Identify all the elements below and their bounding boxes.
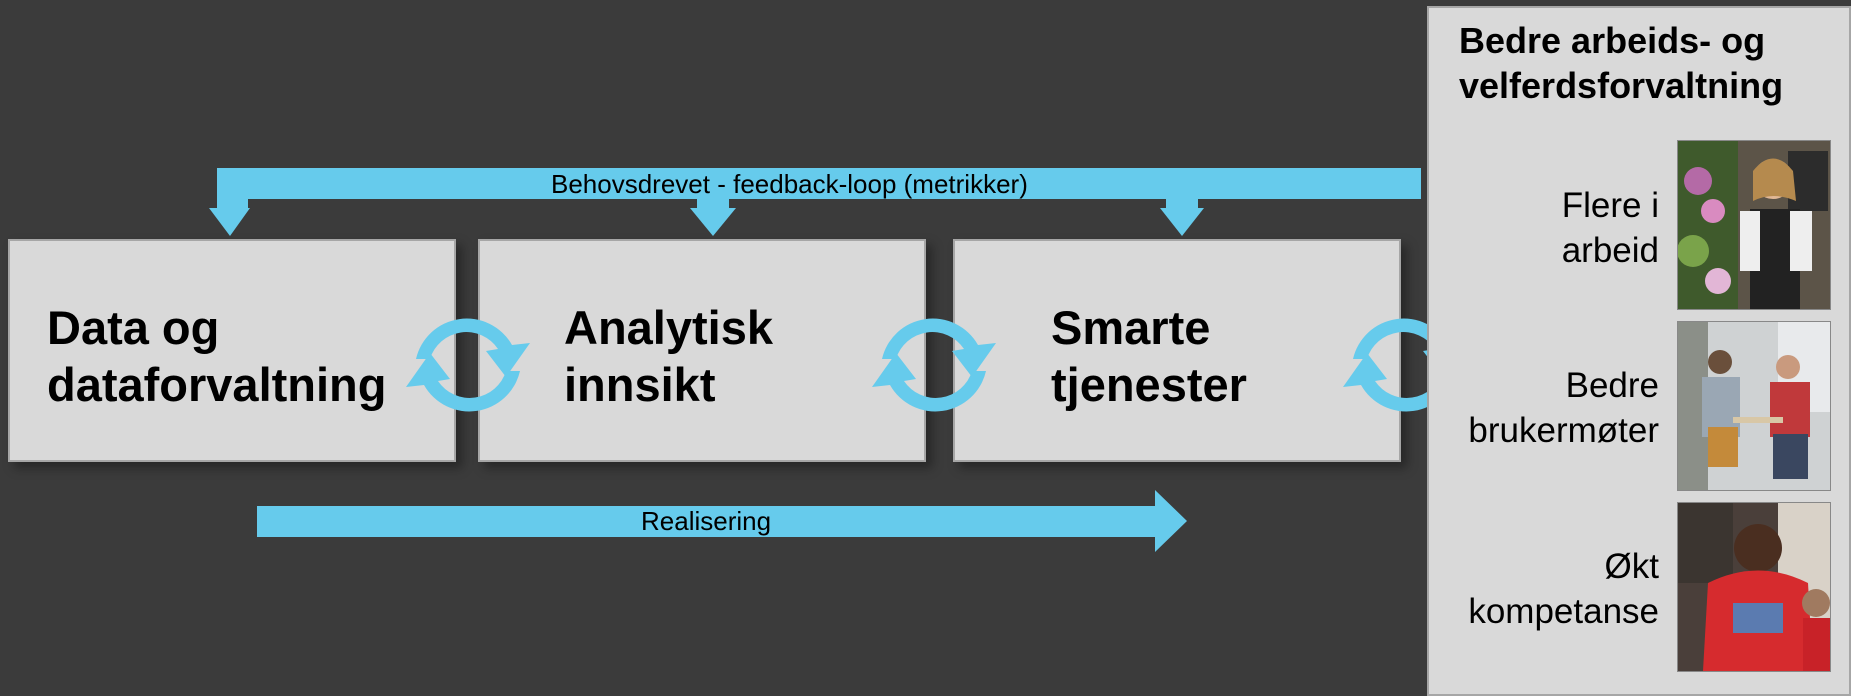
meeting-at-table-photo — [1677, 321, 1831, 491]
outcome-label: Bedre brukermøter — [1468, 366, 1659, 450]
box-data-og-dataforvaltning: Data og dataforvaltning — [8, 239, 456, 462]
outcome-label: Økt kompetanse — [1468, 547, 1659, 631]
cycle-icon — [872, 318, 996, 412]
panel-title: Bedre arbeids- og velferdsforvaltning — [1459, 20, 1784, 106]
realisering-arrow — [257, 490, 1187, 552]
box-analytisk-innsikt: Analytisk innsikt — [478, 239, 926, 462]
realisering-label: Realisering — [641, 506, 772, 536]
feedback-loop-arrow — [209, 168, 1421, 236]
box-smarte-tjenester: Smarte tjenester — [953, 239, 1401, 462]
person-in-red-nav-shirt-photo — [1677, 502, 1831, 672]
box-title: Smarte tjenester — [1051, 301, 1247, 411]
outcome-label: Flere i arbeid — [1561, 186, 1659, 270]
outcomes-panel: Bedre arbeids- og velferdsforvaltning Fl… — [1427, 6, 1851, 696]
feedback-loop-label: Behovsdrevet - feedback-loop (metrikker) — [551, 169, 1028, 199]
cycle-icon — [406, 318, 530, 412]
box-title: Data og dataforvaltning — [47, 301, 387, 411]
box-title: Analytisk innsikt — [564, 301, 773, 411]
florist-on-phone-photo — [1677, 140, 1831, 310]
